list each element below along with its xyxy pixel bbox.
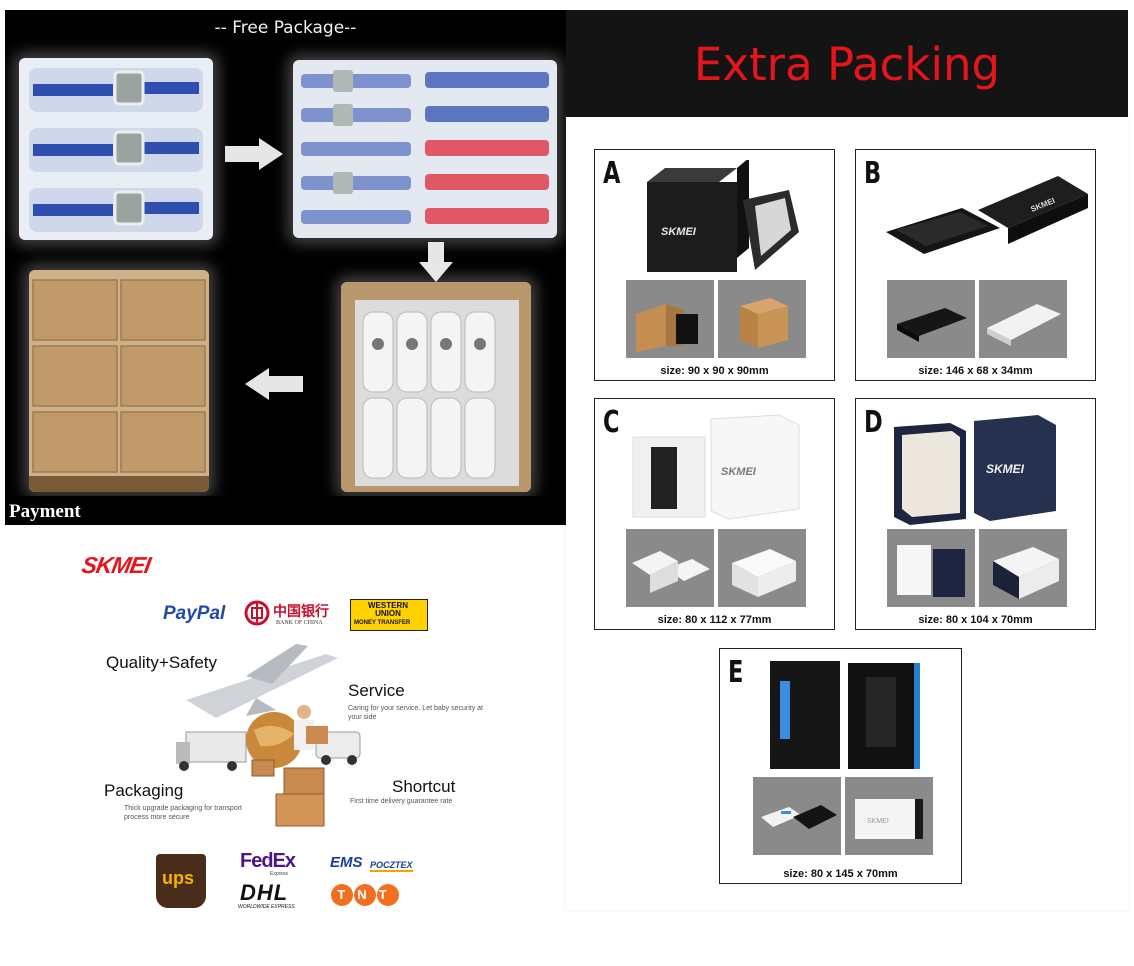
bagged-watches-illustration bbox=[29, 68, 203, 232]
payment-heading-bar: Payment bbox=[5, 496, 566, 525]
arrow-left-icon bbox=[243, 368, 303, 405]
shortcut-title: Shortcut bbox=[392, 777, 456, 796]
white-box-illustration: SKMEI bbox=[632, 414, 800, 520]
free-package-panel: -- Free Package-- bbox=[5, 10, 566, 496]
option-size: size: 80 x 145 x 70mm bbox=[783, 868, 898, 880]
bank-of-china-label: 中国银行 bbox=[273, 604, 329, 620]
option-size: size: 80 x 112 x 77mm bbox=[657, 614, 772, 626]
payment-shipping-infographic: SKMEI PayPal 中国银行 BANK OF CHINA WESTERN … bbox=[80, 540, 500, 915]
ems-sub: POCZTEX bbox=[370, 860, 413, 872]
extra-packing-header: Extra Packing bbox=[566, 10, 1128, 117]
ups-label: ups bbox=[162, 868, 195, 888]
western-union-logo: WESTERN UNION MONEY TRANSFER bbox=[350, 599, 428, 631]
svg-text:SKMEI: SKMEI bbox=[661, 226, 697, 238]
navy-white-boxes-photo bbox=[887, 529, 975, 607]
packaging-desc: Thick upgrade packaging for transport pr… bbox=[124, 805, 242, 821]
arrow-right-icon bbox=[225, 138, 285, 175]
payment-heading: Payment bbox=[9, 501, 81, 522]
extra-packing-title: Extra Packing bbox=[693, 38, 1001, 91]
navy-box-illustration: SKMEI bbox=[894, 415, 1056, 525]
svg-text:SKMEI: SKMEI bbox=[986, 462, 1025, 476]
service-title: Service bbox=[348, 681, 405, 700]
option-size: size: 90 x 90 x 90mm bbox=[660, 365, 769, 377]
stacked-cartons-illustration bbox=[29, 270, 209, 492]
bubble-wrapped-photo bbox=[293, 60, 557, 238]
navy-box-closed-photo bbox=[979, 529, 1067, 607]
dhl-logo: DHL bbox=[240, 880, 289, 905]
kraft-box-photo bbox=[626, 280, 714, 358]
shortcut-desc: First time delivery guarantee rate bbox=[350, 798, 453, 805]
packaging-title: Packaging bbox=[104, 781, 184, 800]
quality-safety-label: Quality+Safety bbox=[106, 653, 218, 672]
option-letter: A bbox=[603, 156, 621, 191]
white-sleeve-box-photo: SKMEI bbox=[845, 777, 933, 855]
packing-option-d[interactable]: D SKMEI size: 80 x 104 x 70mm bbox=[855, 398, 1096, 630]
carton-packed-photo bbox=[341, 282, 531, 492]
dhl-sub: WORLDWIDE EXPRESS bbox=[238, 904, 295, 910]
stacked-cartons-photo bbox=[29, 270, 209, 492]
bagged-watches-photo bbox=[19, 58, 213, 240]
money-transfer-label: MONEY TRANSFER bbox=[354, 620, 411, 626]
service-desc: Caring for your service. Let baby securi… bbox=[348, 705, 484, 721]
free-package-title: -- Free Package-- bbox=[214, 18, 357, 38]
svg-text:SKMEI: SKMEI bbox=[867, 818, 889, 825]
option-size: size: 80 x 104 x 70mm bbox=[918, 614, 1033, 626]
arrow-down-icon bbox=[419, 242, 453, 287]
ems-logo: EMS bbox=[330, 854, 363, 871]
option-letter: B bbox=[864, 156, 882, 191]
packing-option-e[interactable]: E SKMEI size: 80 x 145 x 70mm bbox=[719, 648, 962, 884]
bank-of-china-icon bbox=[244, 600, 270, 631]
carton-illustration bbox=[341, 282, 531, 492]
skmei-logo: SKMEI bbox=[79, 552, 153, 578]
kraft-box-closed-photo bbox=[718, 280, 806, 358]
option-letter: D bbox=[864, 405, 883, 440]
packing-option-c[interactable]: C SKMEI size: 80 x 112 x 77mm bbox=[594, 398, 835, 630]
black-blue-box-open-photo bbox=[753, 777, 841, 855]
packing-option-a[interactable]: A SKMEI size: 90 x 90 x 90mm bbox=[594, 149, 835, 381]
bank-of-china-en-label: BANK OF CHINA bbox=[276, 620, 323, 626]
option-letter: E bbox=[728, 655, 744, 690]
tnt-label: TNT bbox=[337, 887, 399, 902]
logistics-illustration bbox=[176, 644, 361, 827]
option-size: size: 146 x 68 x 34mm bbox=[918, 365, 1033, 377]
bubble-wrap-illustration bbox=[293, 60, 557, 238]
fedex-sub: Express bbox=[270, 871, 289, 877]
black-blue-box-illustration bbox=[770, 661, 920, 769]
slide-box-illustration: SKMEI bbox=[886, 176, 1088, 254]
ups-logo: ups bbox=[156, 854, 206, 908]
western-union-label: WESTERN UNION bbox=[368, 601, 408, 618]
white-box-closed-photo bbox=[718, 529, 806, 607]
svg-text:SKMEI: SKMEI bbox=[721, 466, 757, 478]
option-letter: C bbox=[603, 405, 620, 440]
fedex-logo: FedEx bbox=[240, 850, 296, 872]
tin-box-illustration: SKMEI bbox=[647, 160, 799, 272]
white-box-open-photo bbox=[626, 529, 714, 607]
tnt-logo: TNT bbox=[330, 882, 400, 913]
black-slide-box-photo bbox=[887, 280, 975, 358]
white-slide-box-photo bbox=[979, 280, 1067, 358]
packing-option-b[interactable]: B SKMEI size: 146 x 68 x 34mm bbox=[855, 149, 1096, 381]
paypal-logo: PayPal bbox=[163, 603, 226, 624]
